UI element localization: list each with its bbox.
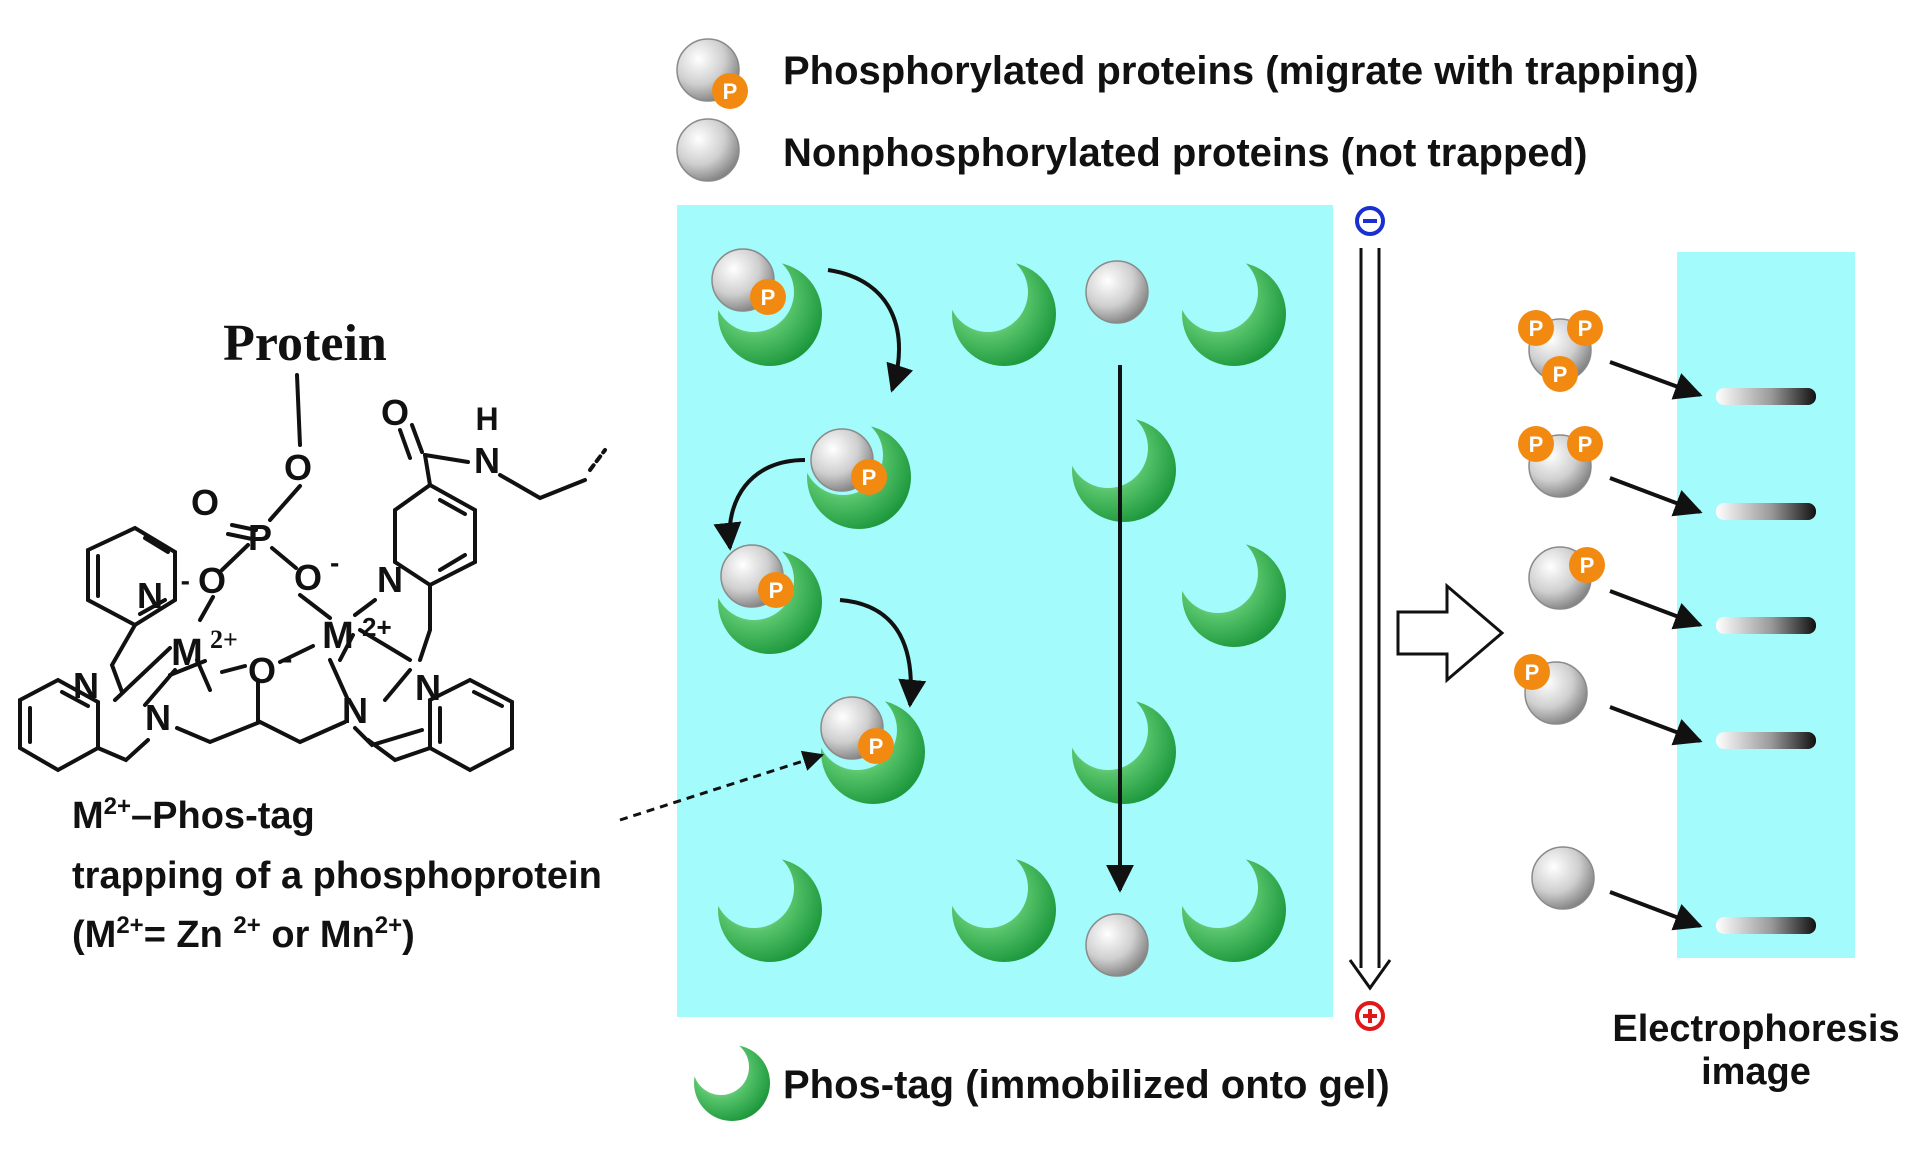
svg-text:P: P	[1529, 316, 1544, 341]
band-triple-phospho	[1716, 388, 1816, 405]
band-double-phospho	[1716, 503, 1816, 520]
svg-text:P: P	[1529, 432, 1544, 457]
positive-electrode-icon	[1355, 1001, 1385, 1031]
trapped-phosphoproteins: P P P P	[711, 248, 894, 764]
band-pointer-arrows	[1609, 360, 1703, 931]
svg-text:O: O	[284, 447, 312, 488]
svg-text:P: P	[1553, 362, 1568, 387]
svg-text:-: -	[181, 565, 190, 596]
protein-triple-phospho: P P P	[1518, 310, 1603, 392]
electrophoresis-label-line1: Electrophoresis	[1612, 1008, 1899, 1050]
legend-phostag-text: Phos-tag (immobilized onto gel)	[783, 1063, 1390, 1107]
negative-electrode-icon	[1355, 206, 1385, 236]
nonphosphorylated-migration	[1085, 260, 1149, 977]
svg-text:M: M	[171, 632, 203, 674]
protein-single-phospho-a: P	[1528, 546, 1605, 610]
svg-text:N: N	[474, 440, 500, 481]
phospho-label: P	[862, 465, 877, 490]
legend-nonphosphorylated-icon	[676, 118, 740, 182]
gel-bands	[1716, 388, 1816, 934]
svg-text:-: -	[330, 547, 339, 578]
phospho-label: P	[869, 734, 884, 759]
svg-text:O: O	[191, 482, 219, 523]
electrophoresis-label-line2: image	[1701, 1051, 1811, 1093]
protein-species: P P P P P P P	[1514, 310, 1605, 910]
svg-text:O: O	[294, 557, 322, 598]
trapped-protein: P	[820, 696, 894, 764]
svg-text:P: P	[248, 517, 272, 558]
svg-text:N: N	[415, 667, 441, 708]
svg-text:P: P	[1580, 553, 1595, 578]
svg-text:P: P	[1578, 432, 1593, 457]
svg-text:P: P	[1578, 316, 1593, 341]
svg-text:M: M	[322, 615, 354, 657]
phospho-label: P	[769, 578, 784, 603]
legend-phosphorylated-text: Phosphorylated proteins (migrate with tr…	[783, 49, 1699, 93]
legend: P Phosphorylated proteins (migrate with …	[676, 38, 1699, 1121]
svg-text:N: N	[145, 697, 171, 738]
protein-label: Protein	[223, 315, 387, 372]
trapped-protein: P	[711, 248, 786, 315]
protein-nonphospho	[1531, 846, 1595, 910]
svg-text:H: H	[475, 401, 498, 437]
result-arrow	[1396, 582, 1505, 684]
svg-text:N: N	[342, 690, 368, 731]
structure-caption-line3: (M2+= Zn 2+ or Mn2+)	[72, 912, 415, 956]
nonphospho-protein-end	[1085, 913, 1149, 977]
structure-caption-line1: M2+–Phos-tag	[72, 793, 315, 837]
legend-phostag-icon	[693, 1039, 770, 1121]
svg-text:O: O	[381, 392, 409, 433]
protein-double-phospho: P P	[1518, 426, 1603, 498]
svg-text:O: O	[198, 560, 226, 601]
svg-text:O: O	[248, 650, 276, 691]
svg-text:N: N	[73, 665, 99, 706]
svg-text:N: N	[137, 575, 163, 616]
band-single-phospho-a	[1716, 617, 1816, 634]
svg-text:N: N	[377, 559, 403, 600]
electrophoresis-panel	[1677, 252, 1855, 958]
svg-text:2+: 2+	[362, 612, 392, 642]
legend-phosphorylated-icon: P	[676, 38, 748, 109]
band-nonphospho	[1716, 917, 1816, 934]
dashed-pointer-arrow	[619, 750, 824, 822]
svg-text:2+: 2+	[210, 625, 238, 654]
svg-text:-: -	[283, 643, 292, 674]
structure-caption-line2: trapping of a phosphoprotein	[72, 855, 602, 897]
phospho-label: P	[761, 285, 776, 310]
phos-tag-structure: Protein	[18, 315, 607, 956]
legend-nonphosphorylated-text: Nonphosphorylated proteins (not trapped)	[783, 131, 1587, 175]
trapping-arrows	[713, 268, 927, 708]
phospho-label: P	[723, 79, 738, 104]
trapped-protein: P	[810, 428, 887, 495]
nonphospho-protein-start	[1085, 260, 1149, 324]
band-single-phospho-b	[1716, 732, 1816, 749]
electric-field-arrow	[1348, 206, 1392, 1031]
protein-single-phospho-b: P	[1514, 654, 1588, 725]
svg-text:P: P	[1525, 660, 1540, 685]
trapped-protein: P	[720, 544, 794, 608]
